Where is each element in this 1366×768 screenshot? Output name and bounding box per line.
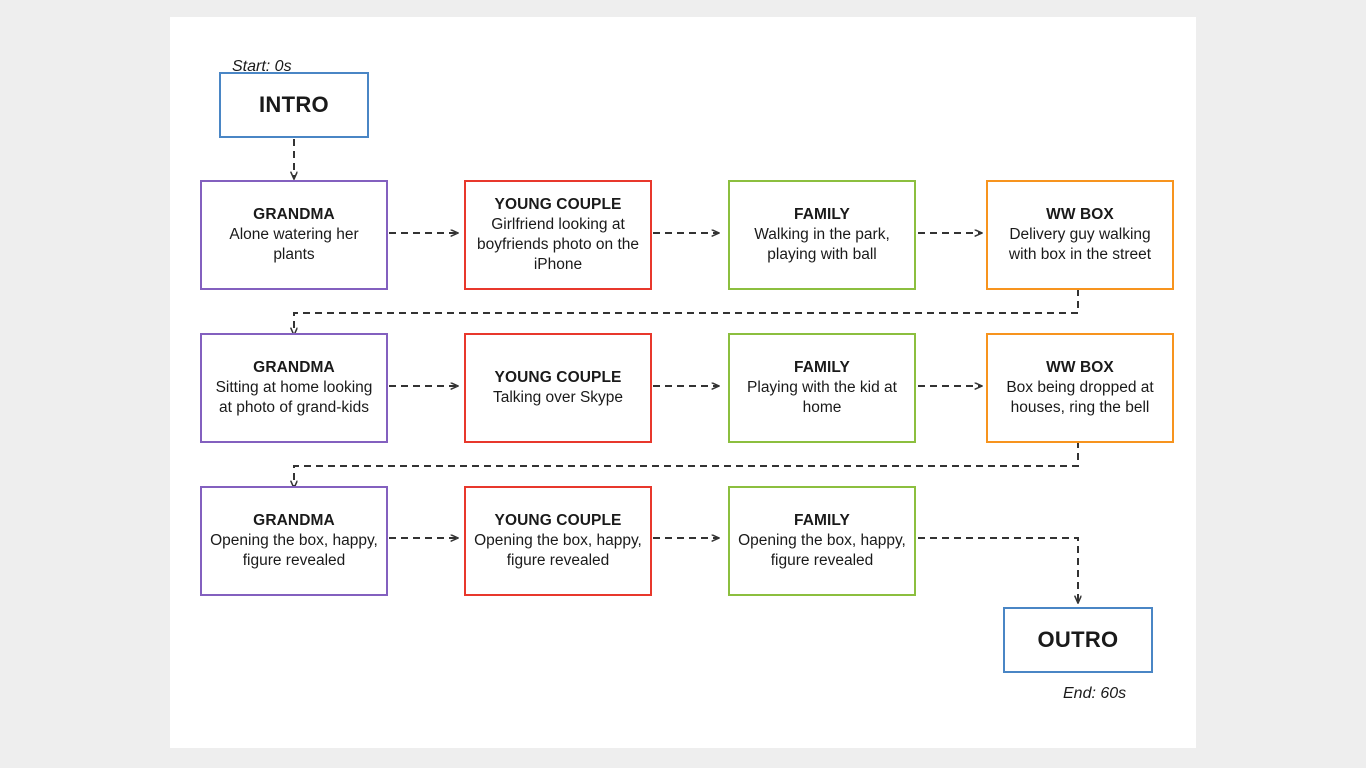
diagram-canvas: Start: 0s INTRO GRANDMA Alone watering h… (170, 17, 1196, 748)
node-title: YOUNG COUPLE (494, 196, 622, 214)
node-desc: Box being dropped at houses, ring the be… (1006, 379, 1154, 416)
node-title: YOUNG COUPLE (494, 512, 622, 530)
node-outro-title: OUTRO (1037, 626, 1119, 652)
node-desc: Delivery guy walking with box in the str… (1008, 226, 1152, 263)
connector-row1-wwbox-to-row2-grandma (294, 289, 1079, 335)
node-title: FAMILY (793, 359, 850, 377)
connector-row2-wwbox-to-row3-grandma (294, 441, 1079, 488)
node-desc: Opening the box, happy, figure revealed (210, 532, 378, 569)
node-row1-ww-box[interactable]: WW BOX Delivery guy walking with box in … (986, 180, 1174, 290)
node-row3-young-couple[interactable]: YOUNG COUPLE Opening the box, happy, fig… (464, 486, 652, 596)
node-row3-family[interactable]: FAMILY Opening the box, happy, figure re… (728, 486, 916, 596)
node-title: FAMILY (793, 206, 850, 224)
node-row1-grandma[interactable]: GRANDMA Alone watering her plants (200, 180, 388, 290)
node-row1-young-couple[interactable]: YOUNG COUPLE Girlfriend looking at boyfr… (464, 180, 652, 290)
node-title: FAMILY (793, 512, 850, 530)
node-title: GRANDMA (253, 206, 335, 224)
node-desc: Walking in the park, playing with ball (754, 226, 890, 263)
node-row1-family[interactable]: FAMILY Walking in the park, playing with… (728, 180, 916, 290)
node-row2-ww-box[interactable]: WW BOX Box being dropped at houses, ring… (986, 333, 1174, 443)
node-row2-young-couple[interactable]: YOUNG COUPLE Talking over Skype (464, 333, 652, 443)
node-desc: Playing with the kid at home (747, 379, 897, 416)
start-time-label: Start: 0s (232, 58, 292, 75)
node-title: YOUNG COUPLE (494, 369, 622, 387)
node-desc: Talking over Skype (492, 389, 624, 406)
node-title: WW BOX (1046, 206, 1114, 224)
node-desc: Sitting at home looking at photo of gran… (215, 379, 373, 416)
node-desc: Opening the box, happy, figure revealed (474, 532, 642, 569)
node-row3-grandma[interactable]: GRANDMA Opening the box, happy, figure r… (200, 486, 388, 596)
node-intro[interactable]: INTRO (219, 72, 369, 138)
node-row2-family[interactable]: FAMILY Playing with the kid at home (728, 333, 916, 443)
node-title: GRANDMA (253, 512, 335, 530)
node-desc: Girlfriend looking at boyfriends photo o… (476, 216, 639, 273)
node-intro-title: INTRO (259, 91, 329, 117)
node-row2-grandma[interactable]: GRANDMA Sitting at home looking at photo… (200, 333, 388, 443)
node-desc: Alone watering her plants (229, 226, 359, 263)
connector-row3-family-to-outro (918, 537, 1078, 603)
node-outro[interactable]: OUTRO (1003, 607, 1153, 673)
node-title: WW BOX (1046, 359, 1114, 377)
end-time-label: End: 60s (1063, 685, 1127, 702)
node-title: GRANDMA (253, 359, 335, 377)
node-desc: Opening the box, happy, figure revealed (738, 532, 906, 569)
